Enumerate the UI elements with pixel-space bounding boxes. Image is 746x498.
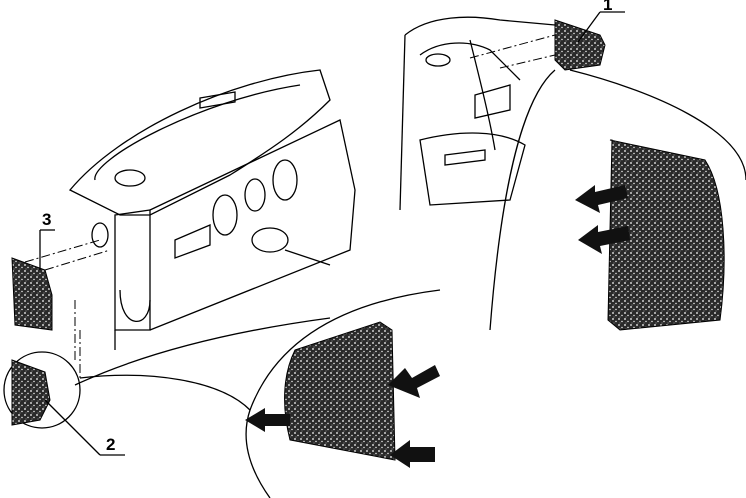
insulation-pad-1-detail [607,139,725,331]
insulation-pad-3 [11,257,53,331]
insulation-pad-2-detail [284,321,396,461]
dashboard-left-view [68,69,356,350]
callout-label-1: 1 [603,0,612,14]
arrow-icon [245,408,290,432]
dashboard-right-view [399,16,556,211]
arrow-icon [578,225,630,254]
arrow-icon [575,185,628,213]
arrow-icon [390,440,435,468]
arrow-icon [388,365,440,398]
insulation-pad-1 [554,19,606,71]
callout-label-3: 3 [42,210,51,229]
callout-label-2: 2 [106,435,115,454]
insulation-pad-2 [11,359,51,426]
